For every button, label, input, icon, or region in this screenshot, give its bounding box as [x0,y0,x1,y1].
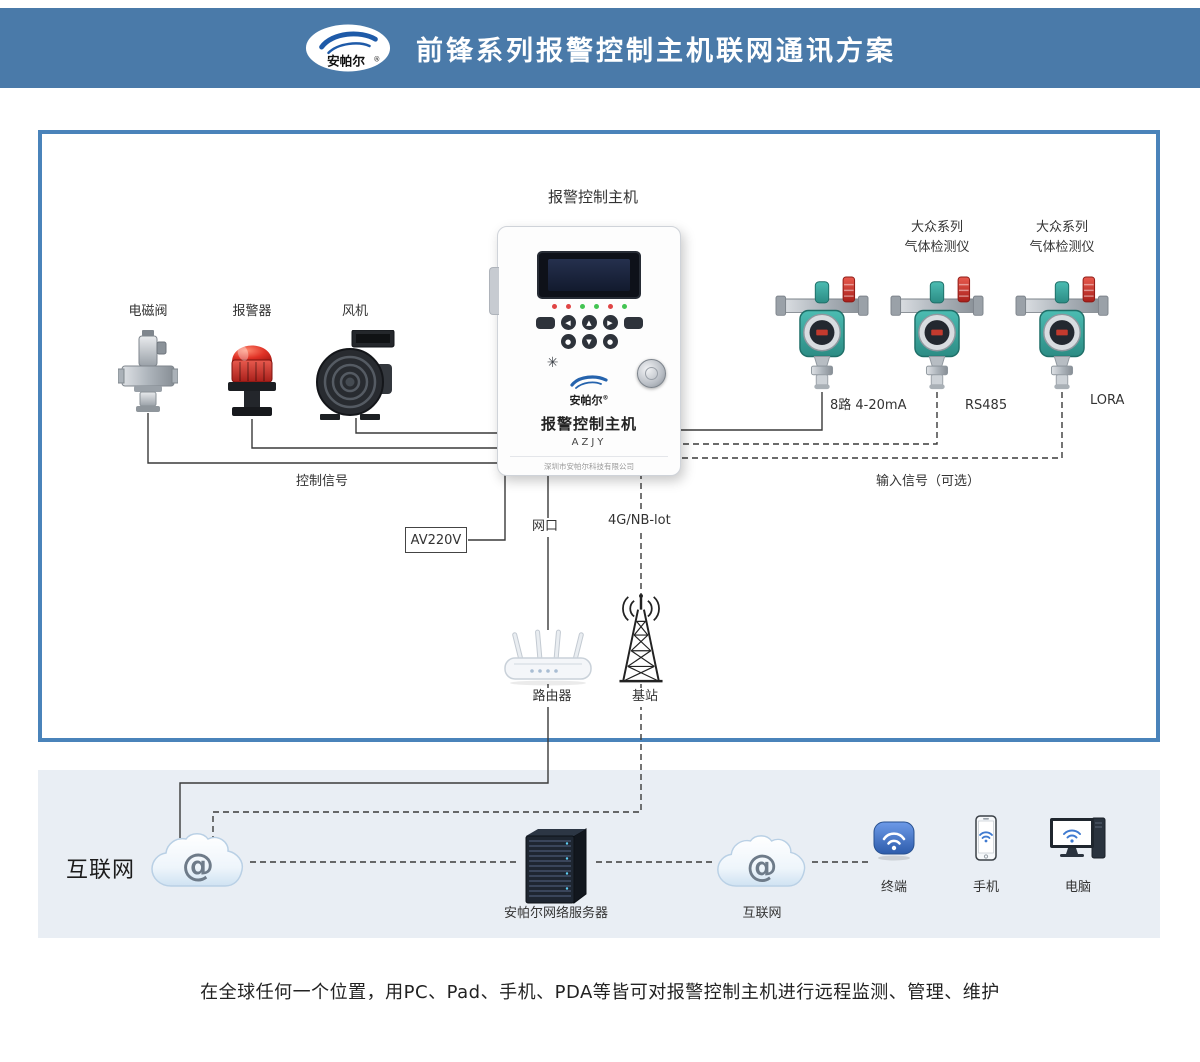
buzzer-icon: ✳ [546,355,559,371]
base-station-label: 基站 [621,688,669,707]
dot-button-icon: ● [602,334,618,349]
host-mount-ear [489,267,499,315]
server-label: 安帕尔网络服务器 [503,906,608,921]
host-top-label: 报警控制主机 [547,188,638,206]
input-signal-label: 输入信号（可选） [875,474,980,489]
fan-icon [316,330,395,420]
port-label-rs485: RS485 [965,398,1008,413]
page-title: 前锋系列报警控制主机联网通讯方案 [416,35,896,67]
solenoid-valve-label: 电磁阀 [128,304,168,319]
host-divider [510,456,668,457]
gas-detector-icon [774,276,870,391]
host-function-button [535,316,555,329]
host-led-indicators [498,304,680,309]
host-swoosh-icon [570,375,608,389]
host-brand-logo: 安帕尔® [498,373,680,408]
detector-series-label: 大众系列 气体检测仪 [1029,220,1095,256]
port-label-420ma: 8路 4-20mA [830,398,907,413]
internet-cloud-icon: @ [148,828,248,896]
computer-icon [1050,817,1106,859]
host-brand-reg: ® [602,394,609,402]
brand-logo-icon: 安帕尔 ® [305,24,391,72]
phone-label: 手机 [972,880,999,895]
net-port-label: 网口 [528,518,563,537]
dot-button-icon: ● [560,334,576,349]
cellular-label: 4G/NB-lot [604,512,675,531]
brand-logo-text: 安帕尔 [327,54,365,69]
host-company-text: 深圳市安帕尔科技有限公司 [544,462,634,471]
phone-icon [975,815,997,861]
fan-label: 风机 [341,304,368,319]
host-model-text: AZJY [571,437,607,448]
power-label-box: AV220V [405,527,467,553]
gas-detector-icon [1014,276,1110,391]
power-label: AV220V [410,532,462,548]
header-bar: 安帕尔 ® 前锋系列报警控制主机联网通讯方案 [0,8,1200,88]
internet-title: 互联网 [66,858,136,883]
cloud2-label: 互联网 [742,906,782,921]
at-symbol: @ [747,848,778,884]
base-station-icon [619,593,663,683]
detector-series-label: 大众系列 气体检测仪 [904,220,970,256]
solenoid-valve-icon [118,330,178,412]
at-symbol: @ [182,846,214,884]
down-arrow-button-icon: ▼ [581,334,597,349]
internet-cloud2-icon: @ [714,832,810,894]
router-icon [504,629,592,686]
up-arrow-button-icon: ▲ [581,315,597,330]
network-server-icon [525,828,587,904]
host-brand-text: 安帕尔 [569,394,603,407]
port-label-lora: LORA [1090,393,1125,408]
alarm-beacon-label: 报警器 [232,304,272,319]
control-signal-label: 控制信号 [295,474,348,489]
host-button-row-2: ● ▼ ● [498,334,680,349]
router-label: 路由器 [518,688,586,707]
terminal-label: 终端 [880,880,907,895]
host-name-text: 报警控制主机 [540,415,637,433]
alarm-control-host-device: ◀ ▲ ▶ ● ▼ ● ✳ 安帕尔® 报警控制主机 AZJY 深圳市安帕尔科技有… [489,226,681,476]
host-knob [637,359,666,388]
host-button-row-1: ◀ ▲ ▶ [498,315,680,330]
computer-label: 电脑 [1064,880,1091,895]
footer-caption: 在全球任何一个位置，用PC、Pad、手机、PDA等皆可对报警控制主机进行远程监测… [200,982,1000,1003]
brand-logo-reg: ® [373,56,380,64]
right-arrow-button-icon: ▶ [602,315,618,330]
left-arrow-button-icon: ◀ [560,315,576,330]
host-function-button [623,316,643,329]
terminal-device-icon [873,821,915,861]
host-display-screen [537,251,641,299]
alarm-beacon-icon [228,345,276,416]
gas-detector-icon [889,276,985,391]
